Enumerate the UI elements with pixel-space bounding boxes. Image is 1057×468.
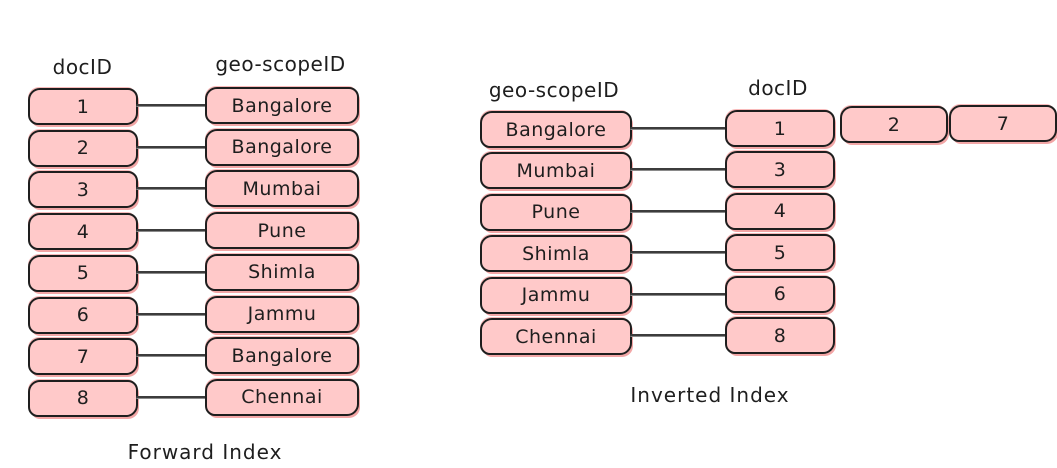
connector-line [136,354,206,358]
inverted-geo-box: Chennai [480,318,632,355]
forward-geo-box: Pune [205,212,359,250]
inverted-geo-box: Mumbai [480,152,632,190]
inverted-docid-box: 7 [949,105,1057,142]
connector-line [136,187,206,191]
forward-docid-box: 3 [28,171,138,209]
connector-line [136,229,206,233]
forward-geoscopeid-header: geo-scopeID [215,52,346,76]
forward-geo-box: Chennai [205,378,359,416]
inverted-docid-box: 2 [840,106,948,143]
forward-index-caption: Forward Index [127,440,283,464]
connector-line [630,209,726,213]
inverted-docid-box: 5 [725,234,835,272]
connector-line [630,168,726,172]
forward-docid-box: 7 [28,338,138,376]
connector-line [136,104,206,107]
inverted-geo-box: Jammu [480,276,632,314]
connector-line [630,127,726,130]
forward-geo-box: Bangalore [205,87,359,124]
forward-geo-box: Mumbai [205,170,359,208]
forward-docid-box: 4 [28,213,138,251]
forward-docid-box: 6 [28,296,138,334]
connector-line [136,145,206,149]
forward-docid-box: 1 [28,88,138,125]
inverted-docid-box: 4 [725,192,835,230]
inverted-docid-box: 3 [725,151,835,189]
inverted-docid-box: 6 [725,275,835,313]
forward-docid-box: 2 [28,129,138,167]
inverted-docid-box: 1 [725,110,835,147]
connector-line [630,251,726,255]
connector-line [630,292,726,296]
connector-line [136,270,206,274]
inverted-index-caption: Inverted Index [630,383,790,407]
connector-line [630,334,726,337]
forward-geo-box: Bangalore [205,337,359,375]
inverted-geoscopeid-header: geo-scopeID [488,78,620,102]
forward-docid-box: 5 [28,254,138,292]
forward-geo-box: Bangalore [205,128,359,166]
inverted-docid-header: docID [748,76,808,100]
connector-line [136,312,206,316]
inverted-geo-box: Bangalore [480,111,632,148]
inverted-geo-box: Shimla [480,235,632,273]
connector-line [136,395,206,399]
forward-geo-box: Jammu [205,295,359,333]
forward-geo-box: Shimla [205,253,359,291]
forward-docid-header: docID [52,55,113,79]
inverted-geo-box: Pune [480,193,632,231]
inverted-docid-box: 8 [725,317,835,354]
forward-docid-box: 8 [28,379,138,417]
